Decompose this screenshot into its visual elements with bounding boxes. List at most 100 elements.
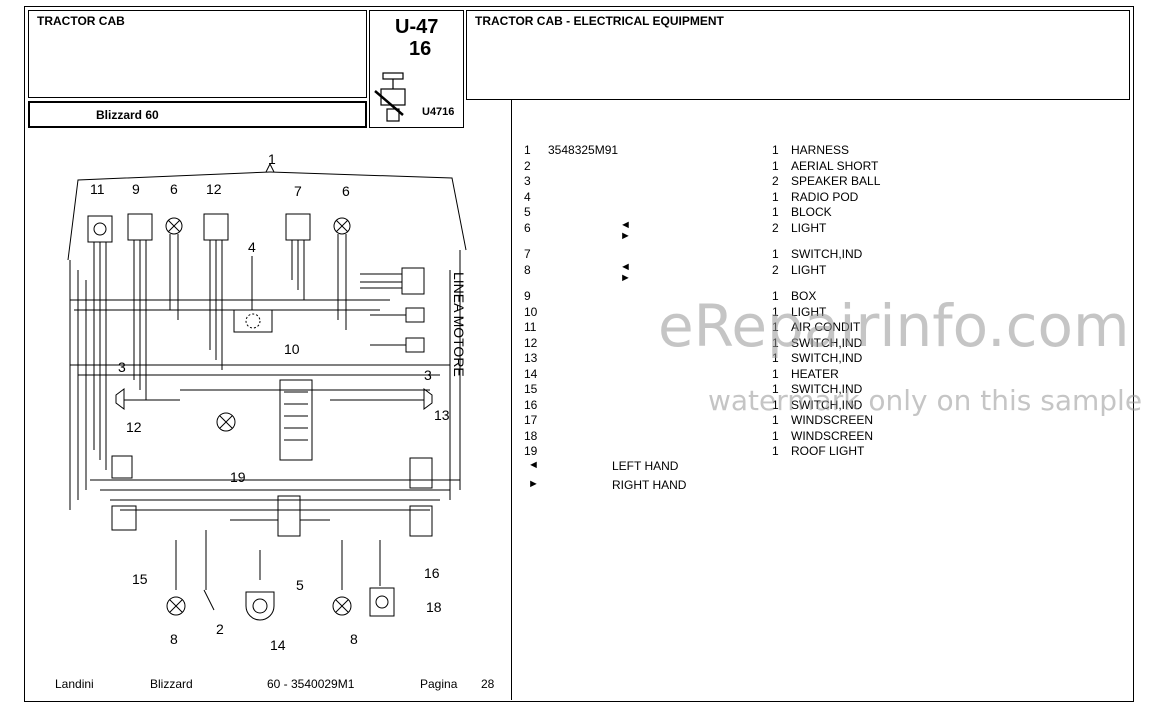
part-qty: 1 [772,247,779,261]
part-description: AIR CONDIT [791,320,861,334]
part-description: BOX [791,289,817,303]
part-number: 7 [524,247,531,261]
watermark-site: eRepairinfo.com [658,292,1130,360]
footer-model-code: 60 - 3540029M1 [267,677,355,691]
part-number: 6 [524,220,531,235]
footer-page-number: 28 [481,677,495,691]
legend: ◄ LEFT HAND ► RIGHT HAND [528,459,828,499]
part-qty: 1 [772,428,779,443]
code-box: U-47 16 U4716 [369,10,464,128]
part-row: 18 1 WINDSCREEN [524,429,1124,445]
part-description: BLOCK [791,205,832,219]
part-description: WINDSCREEN [791,413,874,427]
part-number: 2 [524,158,531,173]
header-left-title: TRACTOR CAB [37,14,125,28]
part-row: 14 1 HEATER [524,367,1124,383]
part-row: 13 1 SWITCH,IND [524,351,1124,367]
callout-16: 16 [424,565,440,581]
callout-2: 2 [216,621,224,637]
part-description: LIGHT [791,220,827,235]
part-description: LIGHT [791,304,827,319]
part-description: LIGHT [791,262,827,277]
part-description: ROOF LIGHT [791,444,865,458]
part-code: 3548325M91 [548,143,619,157]
part-number: 12 [524,335,538,350]
left-hand-icon: ◄ [620,260,631,273]
part-qty: 1 [772,320,779,334]
right-hand-icon: ► [620,271,631,284]
part-number: 10 [524,304,538,319]
part-qty: 2 [772,220,779,235]
part-qty: 1 [772,289,779,303]
model-box: Blizzard 60 [28,101,367,128]
callout-8a: 8 [170,631,178,647]
callout-18: 18 [426,599,442,615]
side-label: LINEA MOTORE [451,272,467,377]
part-description: SWITCH,IND [791,351,863,365]
callout-14: 12 [206,181,222,197]
callout-5: 5 [296,577,304,593]
part-number: 3 [524,174,531,188]
callout-6b: 6 [342,183,350,199]
callout-1: 1 [268,151,276,167]
part-number: 16 [524,397,538,412]
callout-4: 4 [248,239,256,255]
part-qty: 1 [772,413,779,427]
header-right-box: TRACTOR CAB - ELECTRICAL EQUIPMENT [466,10,1130,100]
part-description: SWITCH,IND [791,382,863,396]
callout-3b: 3 [424,367,432,383]
part-number: 4 [524,189,531,204]
part-number: 15 [524,382,538,396]
part-description: AERIAL SHORT [791,158,879,173]
column-divider [511,100,512,700]
part-qty: 1 [772,351,779,365]
part-qty: 2 [772,262,779,277]
illustration-ref: U4716 [422,106,455,118]
part-number: 19 [524,444,538,458]
part-description: WINDSCREEN [791,428,874,443]
legend-left-symbol: ◄ [528,459,539,471]
part-qty: 1 [772,189,779,204]
right-hand-icon: ► [620,229,631,242]
legend-right-symbol: ► [528,478,539,490]
part-number: 14 [524,366,538,381]
legend-right-label: RIGHT HAND [612,478,687,492]
header-left-box: TRACTOR CAB [28,10,367,98]
part-qty: 1 [772,143,779,157]
header-right-title: TRACTOR CAB - ELECTRICAL EQUIPMENT [475,14,724,28]
part-number: 13 [524,351,538,365]
page-frame [24,6,1134,702]
part-description: HARNESS [791,143,850,157]
footer-brand: Landini [55,677,94,691]
callout-12: 12 [126,419,142,435]
part-description: HEATER [791,366,839,381]
legend-left-label: LEFT HAND [612,459,679,473]
part-number: 5 [524,205,531,219]
left-hand-icon: ◄ [620,218,631,231]
cab-icon [374,72,406,122]
callout-11: 9 [132,181,140,197]
part-number: 11 [524,320,537,334]
part-description: RADIO POD [791,189,859,204]
callout-3a: 3 [118,359,126,375]
part-description: SWITCH,IND [791,397,863,412]
footer-series: Blizzard [150,677,193,691]
part-qty: 2 [772,174,779,188]
callout-10: 14 [270,637,286,650]
callout-9: 10 [284,341,300,357]
part-qty: 1 [772,335,779,350]
callout-15: 15 [132,571,148,587]
code-sub: 16 [409,38,432,60]
part-number: 18 [524,428,538,443]
callout-6a: 6 [170,181,178,197]
part-qty: 1 [772,366,779,381]
